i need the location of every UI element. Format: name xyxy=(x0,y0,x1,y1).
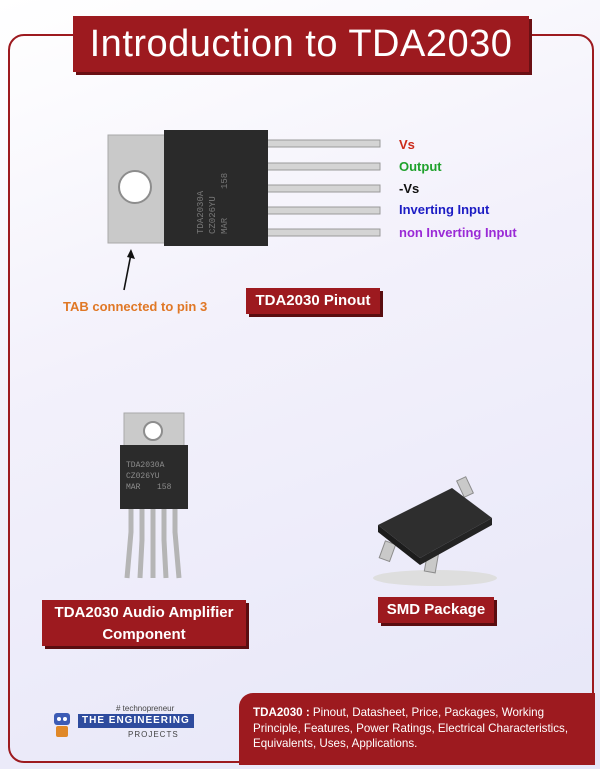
pinout-chip-marking-3: MAR xyxy=(220,217,230,234)
pinout-chip-marking-4: 158 xyxy=(220,173,230,189)
footer-summary: TDA2030 : Pinout, Datasheet, Price, Pack… xyxy=(239,693,595,765)
pin-label-non-inverting-input: non Inverting Input xyxy=(399,225,517,240)
page-title: Introduction to TDA2030 xyxy=(89,23,513,65)
pinout-chip-image: TDA2030A CZ026YU MAR 158 xyxy=(107,130,381,246)
logo: # technopreneur THE ENGINEERING PROJECTS xyxy=(50,696,220,746)
pinout-chip-marking-1: TDA2030A xyxy=(196,190,206,234)
smd-chip-image xyxy=(373,476,497,586)
arrow-icon xyxy=(123,249,135,291)
component-chip-marking-2: CZ026YU xyxy=(126,472,160,481)
logo-tagline: # technopreneur xyxy=(116,704,175,713)
pin-label-vs: Vs xyxy=(399,137,415,152)
pinout-chip-marking-2: CZ026YU xyxy=(208,196,218,234)
logo-sub: PROJECTS xyxy=(128,730,179,739)
pinout-caption: TDA2030 Pinout xyxy=(246,288,380,314)
robot-icon xyxy=(54,713,70,737)
component-chip-marking-3: MAR xyxy=(126,483,141,492)
component-chip-marking-1: TDA2030A xyxy=(126,461,165,470)
component-caption-line-1: TDA2030 Audio Amplifier xyxy=(54,604,234,621)
pin-label-inverting-input: Inverting Input xyxy=(399,202,490,217)
component-chip-image: TDA2030A CZ026YU MAR 158 xyxy=(120,412,188,579)
footer-bold: TDA2030 : xyxy=(253,706,310,719)
footer-text: Pinout, Datasheet, Price, Packages, Work… xyxy=(253,706,569,750)
component-caption-line-2: Component xyxy=(102,626,186,643)
smd-caption: SMD Package xyxy=(378,597,494,623)
component-caption: TDA2030 Audio Amplifier Component xyxy=(42,600,246,646)
component-chip-marking-4: 158 xyxy=(157,483,172,492)
tab-note: TAB connected to pin 3 xyxy=(63,299,208,314)
pin-label-output: Output xyxy=(399,159,442,174)
logo-name: THE ENGINEERING xyxy=(78,714,194,728)
pin-label-neg-vs: -Vs xyxy=(399,181,420,196)
title-banner: Introduction to TDA2030 xyxy=(73,16,529,72)
